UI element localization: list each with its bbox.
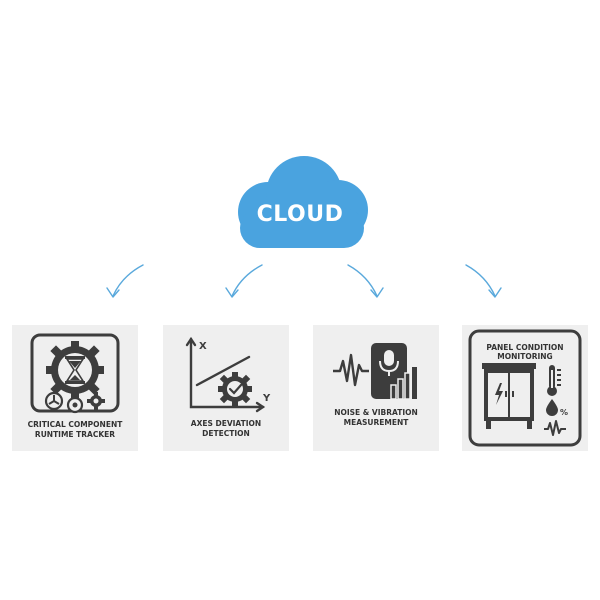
cloud-icon	[238, 156, 368, 248]
axis-x-label: X	[199, 341, 207, 352]
card-label: AXES DEVIATION DETECTION	[190, 419, 262, 438]
microphone-vibration-icon	[333, 343, 417, 400]
card-noise-vibration: NOISE & VIBRATION MEASUREMENT	[313, 325, 439, 451]
axis-y-label: Y	[262, 393, 271, 404]
cloud-node: CLOUD	[220, 150, 380, 260]
card-label: CRITICAL COMPONENT RUNTIME TRACKER	[27, 420, 123, 439]
card-axes-deviation: X Y AXES DEVIATION DETECTION	[163, 325, 289, 451]
arrow-to-card-4	[465, 264, 502, 298]
arrow-to-card-2	[225, 264, 263, 298]
axes-deviation-chart-icon: X Y	[185, 336, 271, 413]
card-runtime-tracker: CRITICAL COMPONENT RUNTIME TRACKER	[12, 325, 138, 451]
humidity-percent-label: %	[560, 408, 568, 417]
arrow-to-card-1	[106, 264, 144, 298]
hourglass-gear-icon	[30, 333, 120, 414]
card-panel-condition: % PANEL CONDITION MONITORING	[462, 325, 588, 451]
arrow-to-card-3	[347, 264, 384, 298]
electrical-panel-icon: %	[468, 329, 582, 447]
card-label: NOISE & VIBRATION MEASUREMENT	[334, 408, 418, 427]
cloud-label: CLOUD	[256, 202, 344, 227]
card-label: PANEL CONDITION MONITORING	[486, 343, 564, 361]
